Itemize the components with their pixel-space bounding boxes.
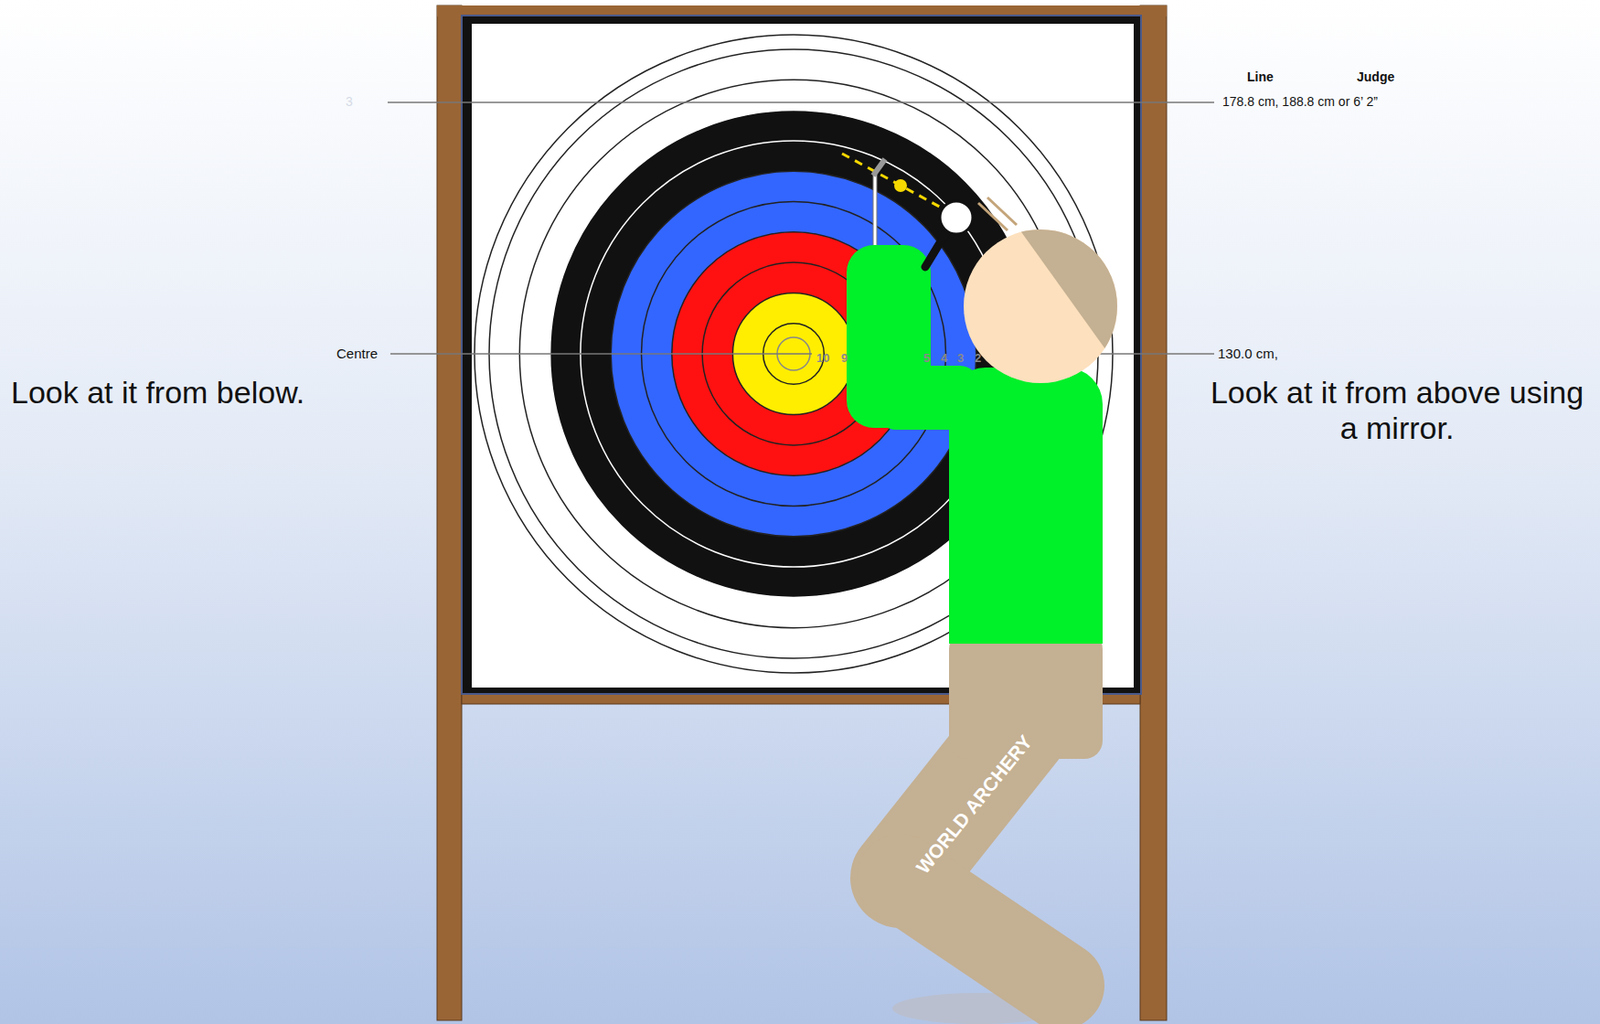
reference-line <box>390 352 812 355</box>
stand-post <box>437 5 462 1021</box>
note: Look at it from above using a mirror. <box>1205 374 1590 447</box>
arrow-hole <box>894 179 907 192</box>
faint-number: 3 <box>345 94 353 109</box>
ring-number: 9 <box>841 352 848 366</box>
ring-number: 10 <box>816 352 830 366</box>
ring-number: 3 <box>957 352 964 366</box>
column-heading: Judge <box>1356 69 1395 85</box>
dimension: 130.0 cm, <box>1217 345 1279 362</box>
torso <box>949 548 1103 644</box>
ring-number: 4 <box>940 352 948 366</box>
arm <box>877 365 979 430</box>
arrow-shaft <box>874 173 877 247</box>
dimension: 178.8 cm, 188.8 cm or 6’ 2” <box>1222 94 1378 109</box>
dashed-line <box>842 153 955 215</box>
stand-post <box>1140 5 1167 1021</box>
arrow-nock <box>873 159 886 176</box>
column-heading: Line <box>1247 69 1274 85</box>
arrow <box>987 197 1017 225</box>
shin <box>900 877 1061 986</box>
line-label: Centre <box>336 345 378 362</box>
arrow-shaft <box>873 173 878 247</box>
magnifier-lens <box>939 201 973 235</box>
note: Look at it from below. <box>10 374 305 411</box>
cap <box>1005 210 1134 384</box>
arrow <box>978 202 1008 231</box>
ring-number: 2 <box>974 352 982 366</box>
reference-line <box>387 101 1215 104</box>
target-face <box>471 23 1134 688</box>
target-board <box>461 15 1142 694</box>
ring-number: 5 <box>923 352 930 366</box>
